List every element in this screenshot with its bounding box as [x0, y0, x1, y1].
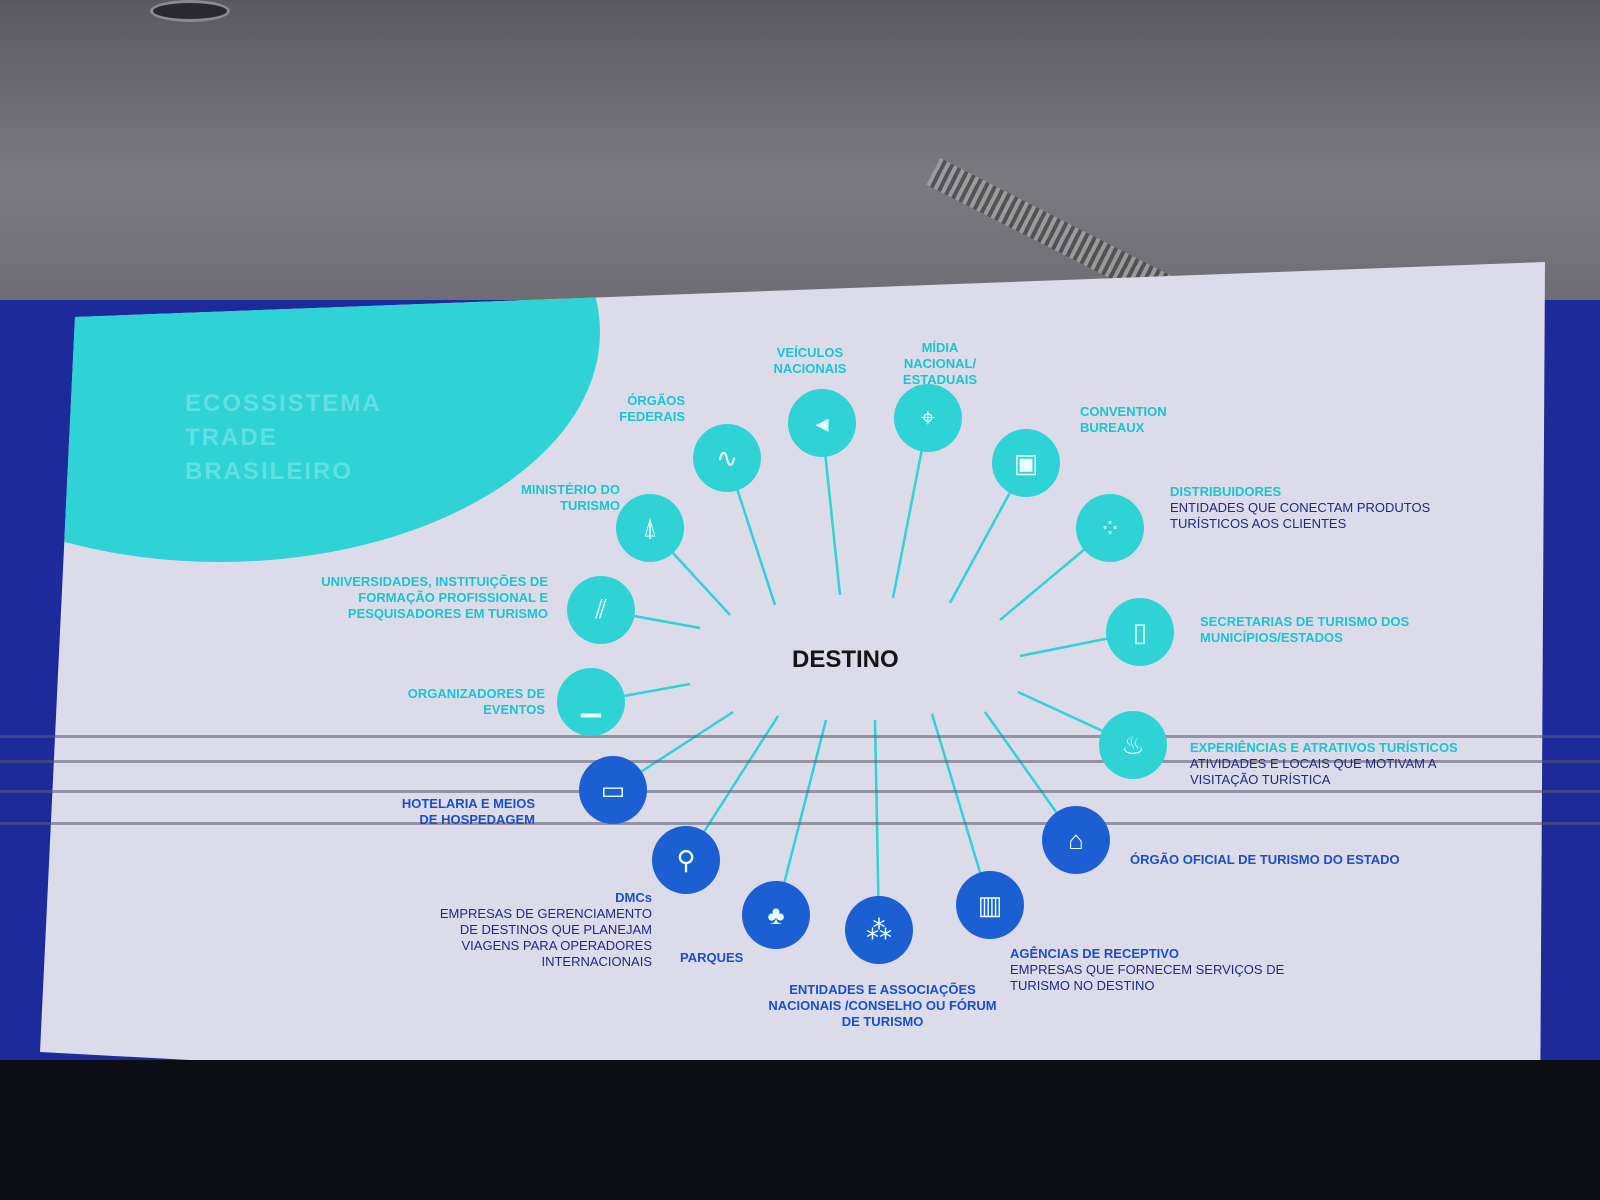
presentation-screen: ECOSSISTEMA TRADE BRASILEIRO	[40, 262, 1545, 1102]
node-title: EXPERIÊNCIAS E ATRATIVOS TURÍSTICOS	[1190, 740, 1458, 755]
node-description: EMPRESAS DE GERENCIAMENTO DE DESTINOS QU…	[439, 906, 652, 969]
node-label: MÍDIA NACIONAL/ ESTADUAIS	[902, 340, 978, 387]
building-icon: ▯	[1106, 598, 1174, 666]
node-label: ENTIDADES E ASSOCIAÇÕES NACIONAIS /CONSE…	[768, 982, 997, 1029]
node-label: HOTELARIA E MEIOS DE HOSPEDAGEM	[401, 796, 535, 827]
title-line: TRADE	[185, 424, 278, 451]
node-label: CONVENTION BUREAUX	[1080, 404, 1167, 435]
megaphone-icon: ◂	[788, 389, 856, 457]
attraction-icon: ♨	[1099, 711, 1167, 779]
title-line: ECOSSISTEMA	[185, 390, 382, 417]
node-label: ÓRGÃO OFICIAL DE TURISMO DO ESTADO	[1130, 852, 1400, 867]
center-label: DESTINO	[792, 646, 899, 673]
location-pin-icon: ⌖	[894, 384, 962, 452]
stage-icon: ▁	[557, 668, 625, 736]
node-label: UNIVERSIDADES, INSTITUIÇÕES DE FORMAÇÃO …	[321, 574, 548, 621]
node-label: VEÍCULOS NACIONAIS	[773, 345, 847, 376]
node-description: EMPRESAS QUE FORNECEM SERVIÇOS DE TURISM…	[1010, 962, 1285, 993]
node-label: ORGANIZADORES DE EVENTOS	[407, 686, 545, 717]
ceiling-light	[150, 0, 230, 22]
node-label: ÓRGÃOS FEDERAIS	[619, 393, 685, 424]
node-label: SECRETARIAS DE TURISMO DOS MUNICÍPIOS/ES…	[1200, 614, 1410, 645]
node-title: AGÊNCIAS DE RECEPTIVO	[1010, 946, 1180, 961]
title-line: BRASILEIRO	[185, 458, 354, 485]
node-label: MINISTÉRIO DO TURISMO	[521, 482, 620, 513]
slide-title: ECOSSISTEMA TRADE BRASILEIRO	[185, 387, 382, 489]
node-title: DISTRIBUIDORES	[1170, 484, 1282, 499]
node-title: DMCs	[615, 890, 652, 905]
stage-floor	[0, 1060, 1600, 1200]
map-person-icon: ⚲	[652, 826, 720, 894]
lighthouse-icon: ⍋	[616, 494, 684, 562]
node-description: ATIVIDADES E LOCAIS QUE MOTIVAM A VISITA…	[1190, 756, 1436, 787]
agency-icon: ▥	[956, 871, 1024, 939]
pencil-icon: ⫽	[567, 576, 635, 644]
route-icon: ∿	[693, 424, 761, 492]
node-label: PARQUES	[680, 950, 744, 965]
people-group-icon: ⁂	[845, 896, 913, 964]
shopping-cart-icon: ▣	[992, 429, 1060, 497]
tree-icon: ♣	[742, 881, 810, 949]
network-icon: ⁘	[1076, 494, 1144, 562]
node-description: ENTIDADES QUE CONECTAM PRODUTOS TURÍSTIC…	[1170, 500, 1431, 531]
bed-icon: ▭	[579, 756, 647, 824]
government-building-icon: ⌂	[1042, 806, 1110, 874]
